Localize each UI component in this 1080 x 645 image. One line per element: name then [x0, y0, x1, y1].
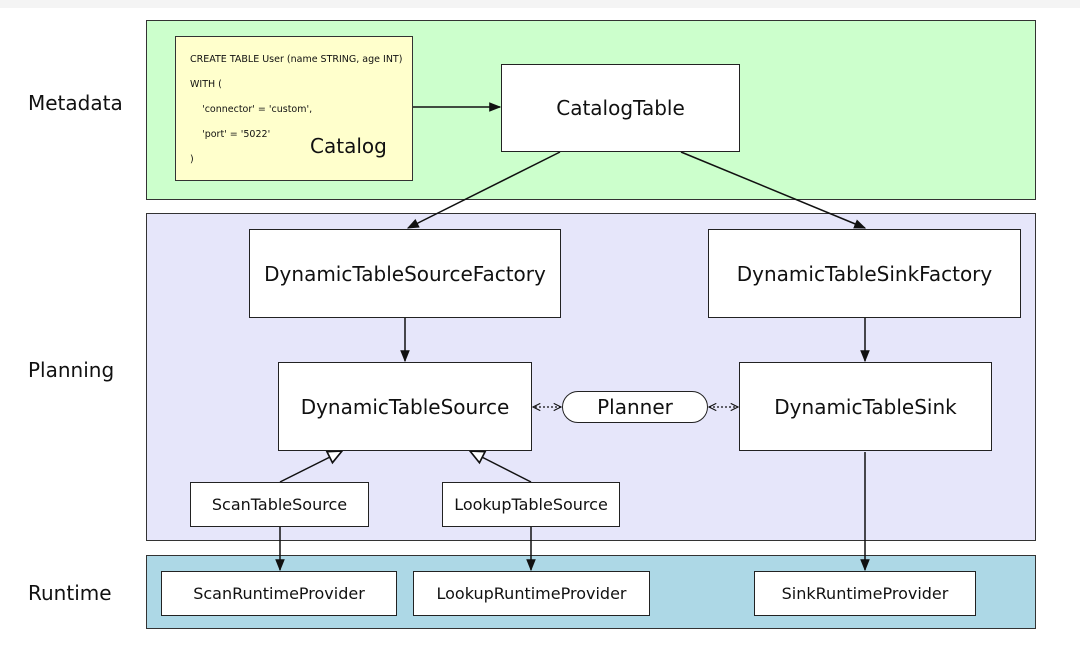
ddl-line: 'port' = '5022': [190, 129, 271, 140]
ddl-line: CREATE TABLE User (name STRING, age INT): [190, 54, 403, 65]
runtime-label: Runtime: [28, 581, 112, 605]
catalog-note: CREATE TABLE User (name STRING, age INT)…: [175, 36, 413, 181]
sink-factory-node: DynamicTableSinkFactory: [708, 229, 1021, 318]
catalog-table-node: CatalogTable: [501, 64, 740, 152]
ddl-line: 'connector' = 'custom',: [190, 104, 313, 115]
edge-lookup-implements-source: [470, 451, 532, 483]
edge-scan-implements-source: [279, 451, 342, 483]
planning-label: Planning: [28, 358, 115, 382]
scan-runtime-node: ScanRuntimeProvider: [161, 571, 397, 616]
lookup-runtime-node: LookupRuntimeProvider: [413, 571, 650, 616]
edge-catalogtable-to-sink-factory: [680, 151, 867, 229]
edge-catalogtable-to-source-factory: [406, 151, 561, 229]
top-strip: [0, 0, 1080, 8]
lookup-source-node: LookupTableSource: [442, 482, 620, 527]
ddl-line: WITH (: [190, 79, 222, 90]
table-source-node: DynamicTableSource: [278, 362, 532, 451]
source-factory-node: DynamicTableSourceFactory: [249, 229, 561, 318]
table-sink-node: DynamicTableSink: [739, 362, 992, 451]
catalog-title: Catalog: [310, 134, 387, 158]
planner-node: Planner: [562, 391, 708, 423]
scan-source-node: ScanTableSource: [190, 482, 369, 527]
metadata-label: Metadata: [28, 91, 123, 115]
ddl-line: ): [190, 154, 194, 165]
sink-runtime-node: SinkRuntimeProvider: [754, 571, 976, 616]
